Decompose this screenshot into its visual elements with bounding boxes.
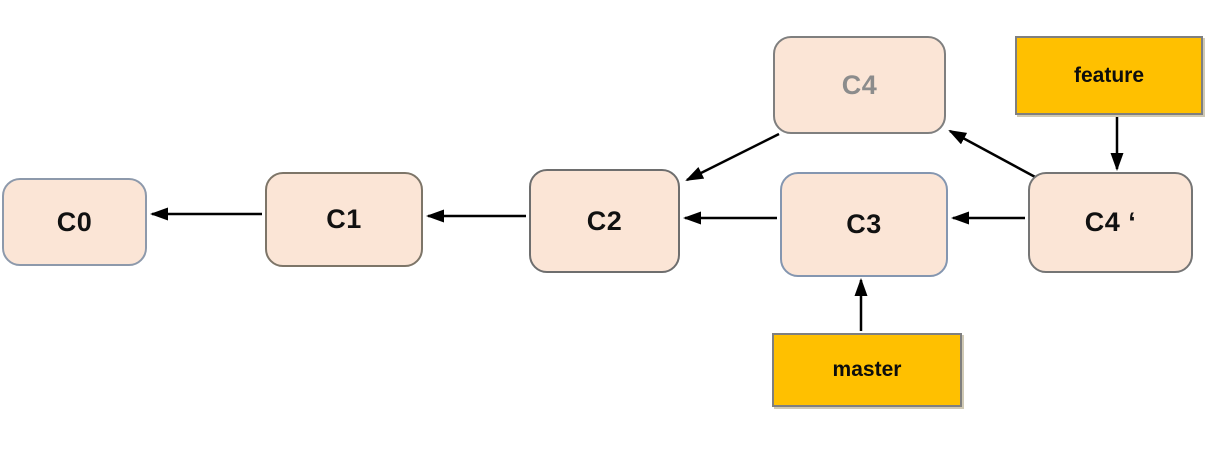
commit-label-c2: C2 [586,205,623,236]
branch-label-feature: feature [1015,36,1203,115]
commit-label-c0: C0 [56,206,93,237]
arrow-c4prime-to-c4 [948,129,1038,180]
commit-label-c4-prime: C4 ‘ [1084,207,1137,237]
commit-node-c0: C0 [2,178,147,266]
commit-label-c1: C1 [326,204,362,234]
branch-label-master-text: master [832,358,902,381]
branch-label-master: master [772,333,962,407]
commit-label-c4: C4 [841,69,878,100]
commit-node-c1: C1 [265,172,423,267]
commit-node-c4-dimmed: C4 [773,36,946,134]
commit-label-c3: C3 [846,209,882,239]
branch-label-feature-text: feature [1073,63,1145,87]
commit-node-c4-prime: C4 ‘ [1028,172,1193,273]
commit-node-c2: C2 [529,169,680,273]
arrow-c4-to-c2 [685,132,780,182]
commit-node-c3: C3 [780,172,948,277]
